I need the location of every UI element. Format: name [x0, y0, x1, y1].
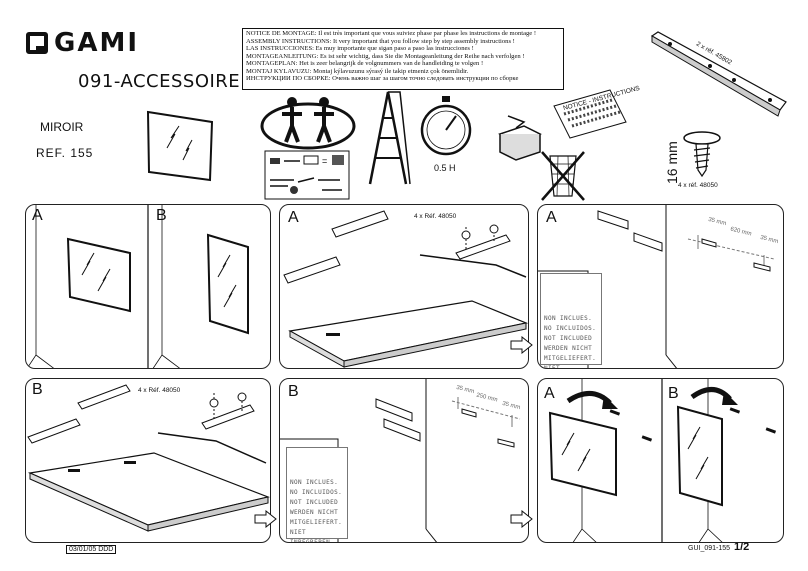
assembly-time: 0.5 H [434, 163, 456, 173]
variant-letter: B [668, 385, 679, 402]
variant-letter: A [288, 209, 299, 226]
instruction-sheets-icon [553, 89, 627, 139]
variant-letter: A [546, 209, 557, 226]
notice-line: ASSEMBLY INSTRUCTIONS: It very important… [246, 37, 515, 45]
notice-line: MONTAJ KYLAVUZU: Montaj kýlavuzunu sýras… [246, 67, 469, 75]
product-reference: REF. 155 [36, 146, 94, 160]
screw-size: 16 mm [664, 141, 680, 184]
hang-mirror-drawing [548, 379, 777, 542]
notice-line: MONTAGEANLEITUNG: Es ist sehr wichtig, d… [246, 52, 525, 60]
screw-reference: 4 x Réf. 48050 [138, 387, 181, 394]
step-panel-wall-b: B 35 mm 250 mm 35 mm NON INCLUES. NO INC… [279, 378, 529, 543]
step-panel-orientation: A B [25, 204, 271, 369]
screw-quantity: 4 x réf. 48050 [678, 182, 718, 189]
next-step-arrow-icon [254, 510, 277, 528]
not-included-text: NOT INCLUDED [290, 499, 339, 506]
document-date: 03/01/05 DDD [66, 545, 117, 554]
mirror-thumbnail [146, 110, 214, 182]
notice-line: NOTICE DE MONTAGE: Il est très important… [246, 30, 537, 37]
not-included-text: WERDEN NICHT [290, 509, 339, 516]
orientation-drawing [26, 205, 249, 368]
not-included-text: WERDEN NICHT [544, 345, 593, 352]
step-panel-fix-rails-a: A 4 x Réf. 48050 [279, 204, 529, 369]
not-included-text: NOT INCLUDED [544, 335, 593, 342]
step-panel-hang-mirror: A B [537, 378, 784, 543]
brand-name: GAMI [54, 28, 140, 58]
not-included-text: NO INCLUIDOS. [544, 325, 597, 332]
next-step-arrow-icon [510, 510, 533, 528]
screw-reference: 4 x Réf. 48050 [414, 213, 457, 220]
screw-icon [683, 131, 721, 178]
product-title: 091-ACCESSOIRE [78, 71, 241, 92]
document-code: GUI_091-155 [688, 545, 731, 552]
not-included-text: NO INCLUIDOS. [290, 489, 343, 496]
not-included-text: NIET INBEGREPEN [290, 529, 331, 543]
not-included-text: NON INCLUES. [290, 479, 339, 486]
assembly-notice: NOTICE DE MONTAGE: Il est très important… [242, 28, 564, 90]
variant-letter: B [156, 207, 167, 224]
not-included-text: NON INCLUES. [544, 315, 593, 322]
logo-icon [26, 32, 48, 54]
step-panel-wall-a: A 35 mm 620 mm 35 mm NON INCLUES. NO INC… [537, 204, 784, 369]
two-person-icon [260, 97, 356, 150]
stopwatch-icon [420, 96, 472, 156]
notice-line: LAS INSTRUCCIONES: Es muy importante que… [246, 45, 474, 52]
notice-line: MONTAGEPLAN: Het is zeer belangrijk de v… [246, 60, 484, 67]
variant-letter: B [32, 381, 43, 398]
recycle-box-icon [498, 115, 542, 161]
fix-rails-b-drawing [27, 384, 270, 532]
product-name: MIROIR [40, 120, 84, 134]
not-included-text: MITGELIEFERT. [290, 519, 343, 526]
variant-letter: A [544, 385, 555, 402]
no-trash-icon [541, 151, 585, 201]
tools-icon: = [264, 150, 350, 200]
wall-rail-icon [650, 31, 787, 117]
variant-letter: A [32, 207, 43, 224]
not-included-box: NON INCLUES. NO INCLUIDOS. NOT INCLUDED … [286, 447, 348, 542]
notice-line: ИНСТРУКЦИИ ПО СБОРКЕ: Очень важно шаг за… [246, 75, 519, 82]
ladder-icon [368, 91, 411, 185]
not-included-text: MITGELIEFERT. [544, 355, 597, 362]
page-number: 1/2 [734, 541, 750, 553]
svg-text:=: = [322, 156, 327, 166]
brand-logo: GAMI [26, 28, 139, 58]
not-included-box: NON INCLUES. NO INCLUIDOS. NOT INCLUDED … [540, 273, 602, 368]
not-included-text: NIET INBEGREPEN [544, 365, 561, 369]
fix-rails-a-drawing [283, 210, 528, 368]
step-panel-fix-rails-b: B 4 x Réf. 48050 [25, 378, 271, 543]
variant-letter: B [288, 383, 299, 400]
next-step-arrow-icon [510, 336, 533, 354]
